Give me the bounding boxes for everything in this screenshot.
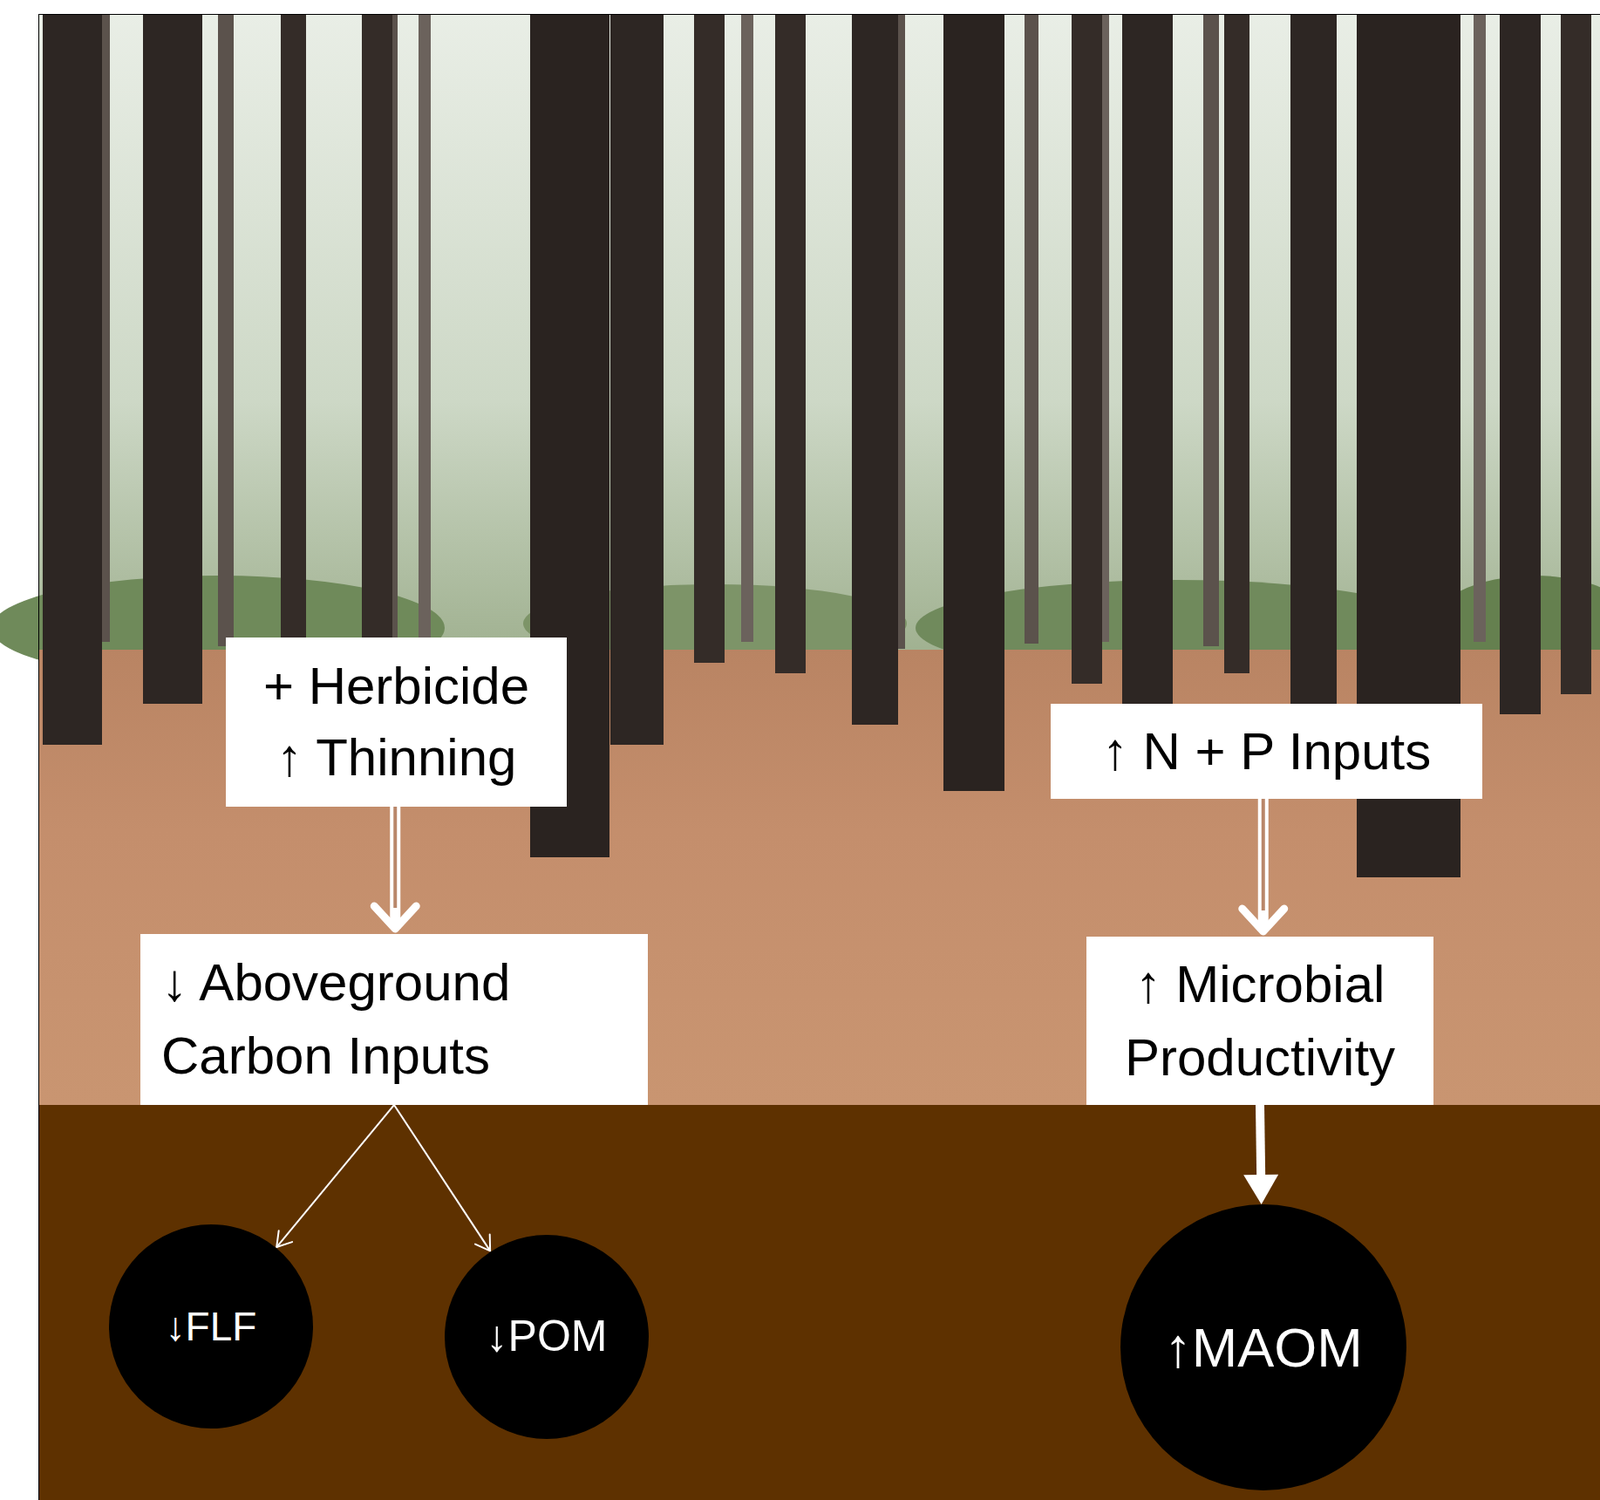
connector-shaft [389,806,401,929]
tree-trunk [1499,13,1541,715]
arrowhead [1243,1174,1279,1205]
tree-trunk [217,13,234,647]
treatment-box: ↑ N + P Inputs [1050,703,1483,799]
tree-trunk [418,13,431,642]
connector-shaft [1258,798,1269,932]
tree-trunk [280,13,307,654]
frame-border [39,14,1600,1500]
box-label: ↑ Thinning [241,721,552,794]
tree-trunk [1203,13,1219,647]
tree-trunk [775,13,806,674]
tree-trunk [42,13,103,745]
arrowhead [1242,908,1285,932]
connector-gap [1261,798,1266,911]
pool-label: ↑MAOM [1164,1315,1362,1379]
tree-trunk [361,13,393,663]
tree-trunk [1071,13,1103,684]
connector-arrow [1242,798,1285,932]
treatment-box: + Herbicide↑ Thinning [225,637,567,807]
tree-trunk [1290,13,1337,715]
connector-arrow [276,1104,395,1247]
tree-trunk [610,13,664,745]
connector-arrow [394,1104,491,1251]
arrowhead [374,905,416,929]
tree-trunk [1473,13,1486,642]
connector-shaft [394,1104,491,1251]
connector-shaft [276,1104,395,1247]
effect-box: ↑ Microbial Productivity [1086,936,1434,1105]
soil-pool-circle: ↓POM [444,1234,649,1439]
arrowhead [475,1234,491,1252]
box-label: ↓ Aboveground Carbon Inputs [161,946,627,1093]
box-label: + Herbicide [241,650,552,722]
tree-trunk [1560,13,1592,695]
tree-trunk [741,13,754,642]
tree-trunk [1024,13,1039,644]
tree-trunk [1122,13,1173,704]
tree-trunk [142,13,203,704]
arrowhead [276,1230,293,1247]
tree-trunk [694,13,725,663]
soil-pool-circle: ↓FLF [108,1224,314,1429]
pool-label: ↓FLF [165,1303,258,1350]
effect-box: ↓ Aboveground Carbon Inputs [140,933,648,1105]
box-label: ↑ Microbial Productivity [1102,947,1418,1095]
tree-trunk [943,13,1005,791]
tree-trunk [851,13,899,725]
connector-arrow [374,806,416,929]
soil-band [38,1104,1600,1500]
soil-pool-circle: ↑MAOM [1120,1204,1407,1491]
connector-shaft [1259,1104,1261,1181]
pool-label: ↓POM [486,1311,608,1362]
box-label: ↑ N + P Inputs [1066,714,1467,789]
connector-arrow [1243,1104,1279,1205]
connector-gap [393,806,397,908]
tree-trunk [1224,13,1250,674]
